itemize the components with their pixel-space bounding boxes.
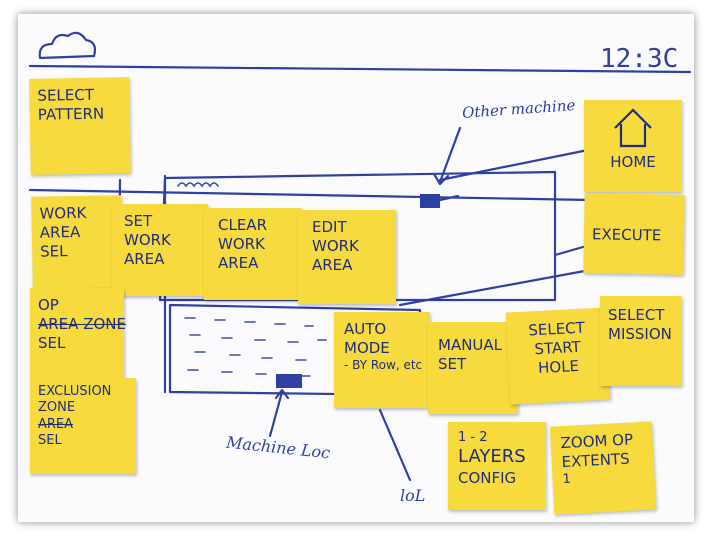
execute-label: EXECUTE (591, 225, 662, 245)
home-button[interactable]: HOME (584, 100, 682, 192)
note-line: AREA ZONE (38, 314, 126, 333)
note-line: AUTO (344, 320, 387, 338)
note-line: SEL (38, 333, 66, 352)
note-line: WORK (124, 230, 171, 249)
note-line: CONFIG (458, 468, 517, 487)
note-line: AREA (312, 255, 353, 274)
note-line: EXCLUSION (38, 384, 112, 399)
note-line: 1 - 2 (458, 430, 488, 445)
auto-mode-button[interactable]: AUTO MODE - BY Row, etc (334, 312, 430, 408)
cloud-icon (38, 31, 97, 60)
note-line: SELECT (37, 85, 95, 105)
clock: 12:3C (600, 44, 679, 74)
note-line: OP (38, 296, 59, 314)
note-line: AREA (38, 416, 74, 432)
note-line: SET (438, 354, 467, 373)
note-line: SELECT (608, 306, 665, 324)
layers-config-button[interactable]: 1 - 2 LAYERS CONFIG (448, 422, 546, 510)
note-line: MANUAL (438, 336, 503, 354)
note-line: SET (124, 212, 153, 230)
house-icon (614, 108, 652, 148)
note-line: MISSION (608, 324, 672, 343)
note-line: ZONE (38, 400, 76, 416)
note-line: WORK (39, 203, 87, 223)
note-line: HOLE (537, 356, 580, 377)
note-line: AREA (218, 253, 259, 272)
bottom-annotation: loL (400, 486, 426, 505)
note-line: CLEAR (218, 216, 267, 234)
note-line: WORK (218, 234, 265, 253)
execute-button[interactable]: EXECUTE (583, 193, 685, 275)
note-line: SEL (38, 432, 62, 448)
note-line: AREA (124, 249, 165, 268)
op-zone-sel-button[interactable]: OP AREA ZONE SEL (30, 288, 126, 378)
note-line: MODE (344, 338, 390, 357)
note-line: SEL (39, 241, 68, 261)
note-line: - BY Row, etc (344, 357, 423, 372)
manual-set-button[interactable]: MANUAL SET (428, 322, 518, 414)
select-start-hole-button[interactable]: SELECT START HOLE (505, 307, 611, 405)
note-line: PATTERN (37, 104, 105, 124)
header-divider (28, 64, 692, 74)
select-mission-button[interactable]: SELECT MISSION (600, 296, 682, 386)
zoom-op-extents-button[interactable]: ZOOM OP EXTENTS 1 (549, 421, 657, 515)
set-work-area-button[interactable]: SET WORK AREA (112, 204, 208, 296)
other-machine-marker (420, 194, 440, 208)
home-label: HOME (610, 152, 656, 171)
work-area-sel-button[interactable]: WORK AREA SEL (31, 195, 123, 289)
note-line: EDIT (312, 218, 347, 236)
edit-work-area-button[interactable]: EDIT WORK AREA (298, 210, 396, 304)
select-pattern-button[interactable]: SELECT PATTERN (29, 77, 131, 175)
hole-pattern (184, 317, 327, 377)
machine-marker (276, 374, 302, 388)
note-line: AREA (39, 222, 81, 242)
exclusion-zone-sel-button[interactable]: EXCLUSION ZONE AREA SEL (30, 378, 136, 474)
clear-work-area-button[interactable]: CLEAR WORK AREA (204, 208, 302, 300)
note-line: WORK (312, 236, 359, 255)
note-line: LAYERS (458, 446, 526, 468)
